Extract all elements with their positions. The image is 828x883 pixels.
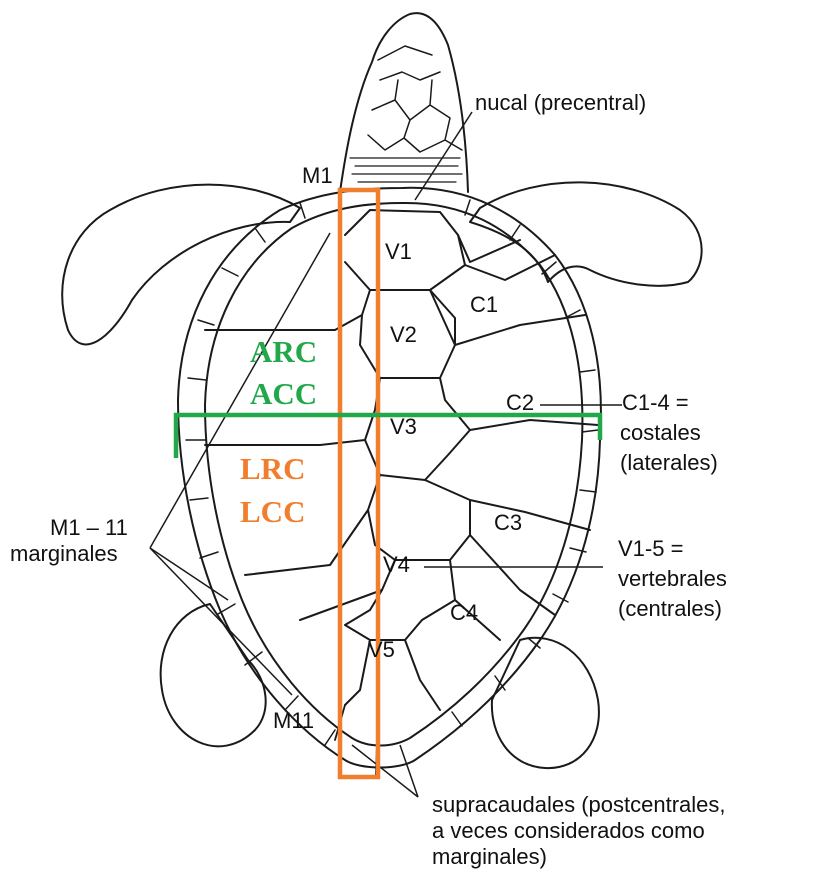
supracaudales-line-3: marginales) bbox=[432, 844, 547, 869]
label-c4: C4 bbox=[450, 600, 478, 625]
vertebrales-line-1: V1-5 = bbox=[618, 536, 683, 561]
vertebrales-line-3: (centrales) bbox=[618, 596, 722, 621]
neck-lines bbox=[350, 158, 462, 182]
right-rear-flipper bbox=[492, 638, 599, 768]
marginales-leader-2 bbox=[150, 548, 228, 600]
label-nucal: nucal (precentral) bbox=[475, 90, 646, 115]
label-c2: C2 bbox=[506, 390, 534, 415]
head bbox=[340, 13, 468, 192]
nucal-leader bbox=[415, 112, 472, 200]
vertebral-scutes bbox=[345, 210, 470, 710]
measure-arc: ARC bbox=[250, 334, 317, 369]
measure-lcc: LCC bbox=[240, 494, 305, 529]
costales-line-3: (laterales) bbox=[620, 450, 718, 475]
vertebrales-line-2: vertebrales bbox=[618, 566, 727, 591]
marginales-leader-3 bbox=[150, 548, 292, 695]
label-v1: V1 bbox=[385, 239, 412, 264]
supracaudales-line-1: supracaudales (postcentrales, bbox=[432, 792, 726, 817]
label-m11: M11 bbox=[273, 708, 314, 733]
marginales-line-1: M1 – 11 bbox=[50, 515, 128, 540]
label-c3: C3 bbox=[494, 510, 522, 535]
label-v4: V4 bbox=[383, 552, 410, 577]
label-m1: M1 bbox=[302, 163, 333, 188]
label-v3: V3 bbox=[390, 414, 417, 439]
head-scales bbox=[368, 46, 462, 152]
costales-line-1: C1-4 = bbox=[622, 390, 689, 415]
supracaudal-leader-1 bbox=[352, 745, 418, 797]
label-v2: V2 bbox=[390, 322, 417, 347]
label-v5: V5 bbox=[368, 637, 395, 662]
measure-lrc: LRC bbox=[240, 451, 305, 486]
label-c1: C1 bbox=[470, 292, 498, 317]
costales-line-2: costales bbox=[620, 420, 701, 445]
marginales-line-2: marginales bbox=[10, 541, 118, 566]
measure-acc: ACC bbox=[250, 376, 317, 411]
left-rear-flipper bbox=[161, 604, 266, 746]
supracaudales-line-2: a veces considerados como bbox=[432, 818, 705, 843]
left-front-flipper bbox=[62, 185, 300, 345]
